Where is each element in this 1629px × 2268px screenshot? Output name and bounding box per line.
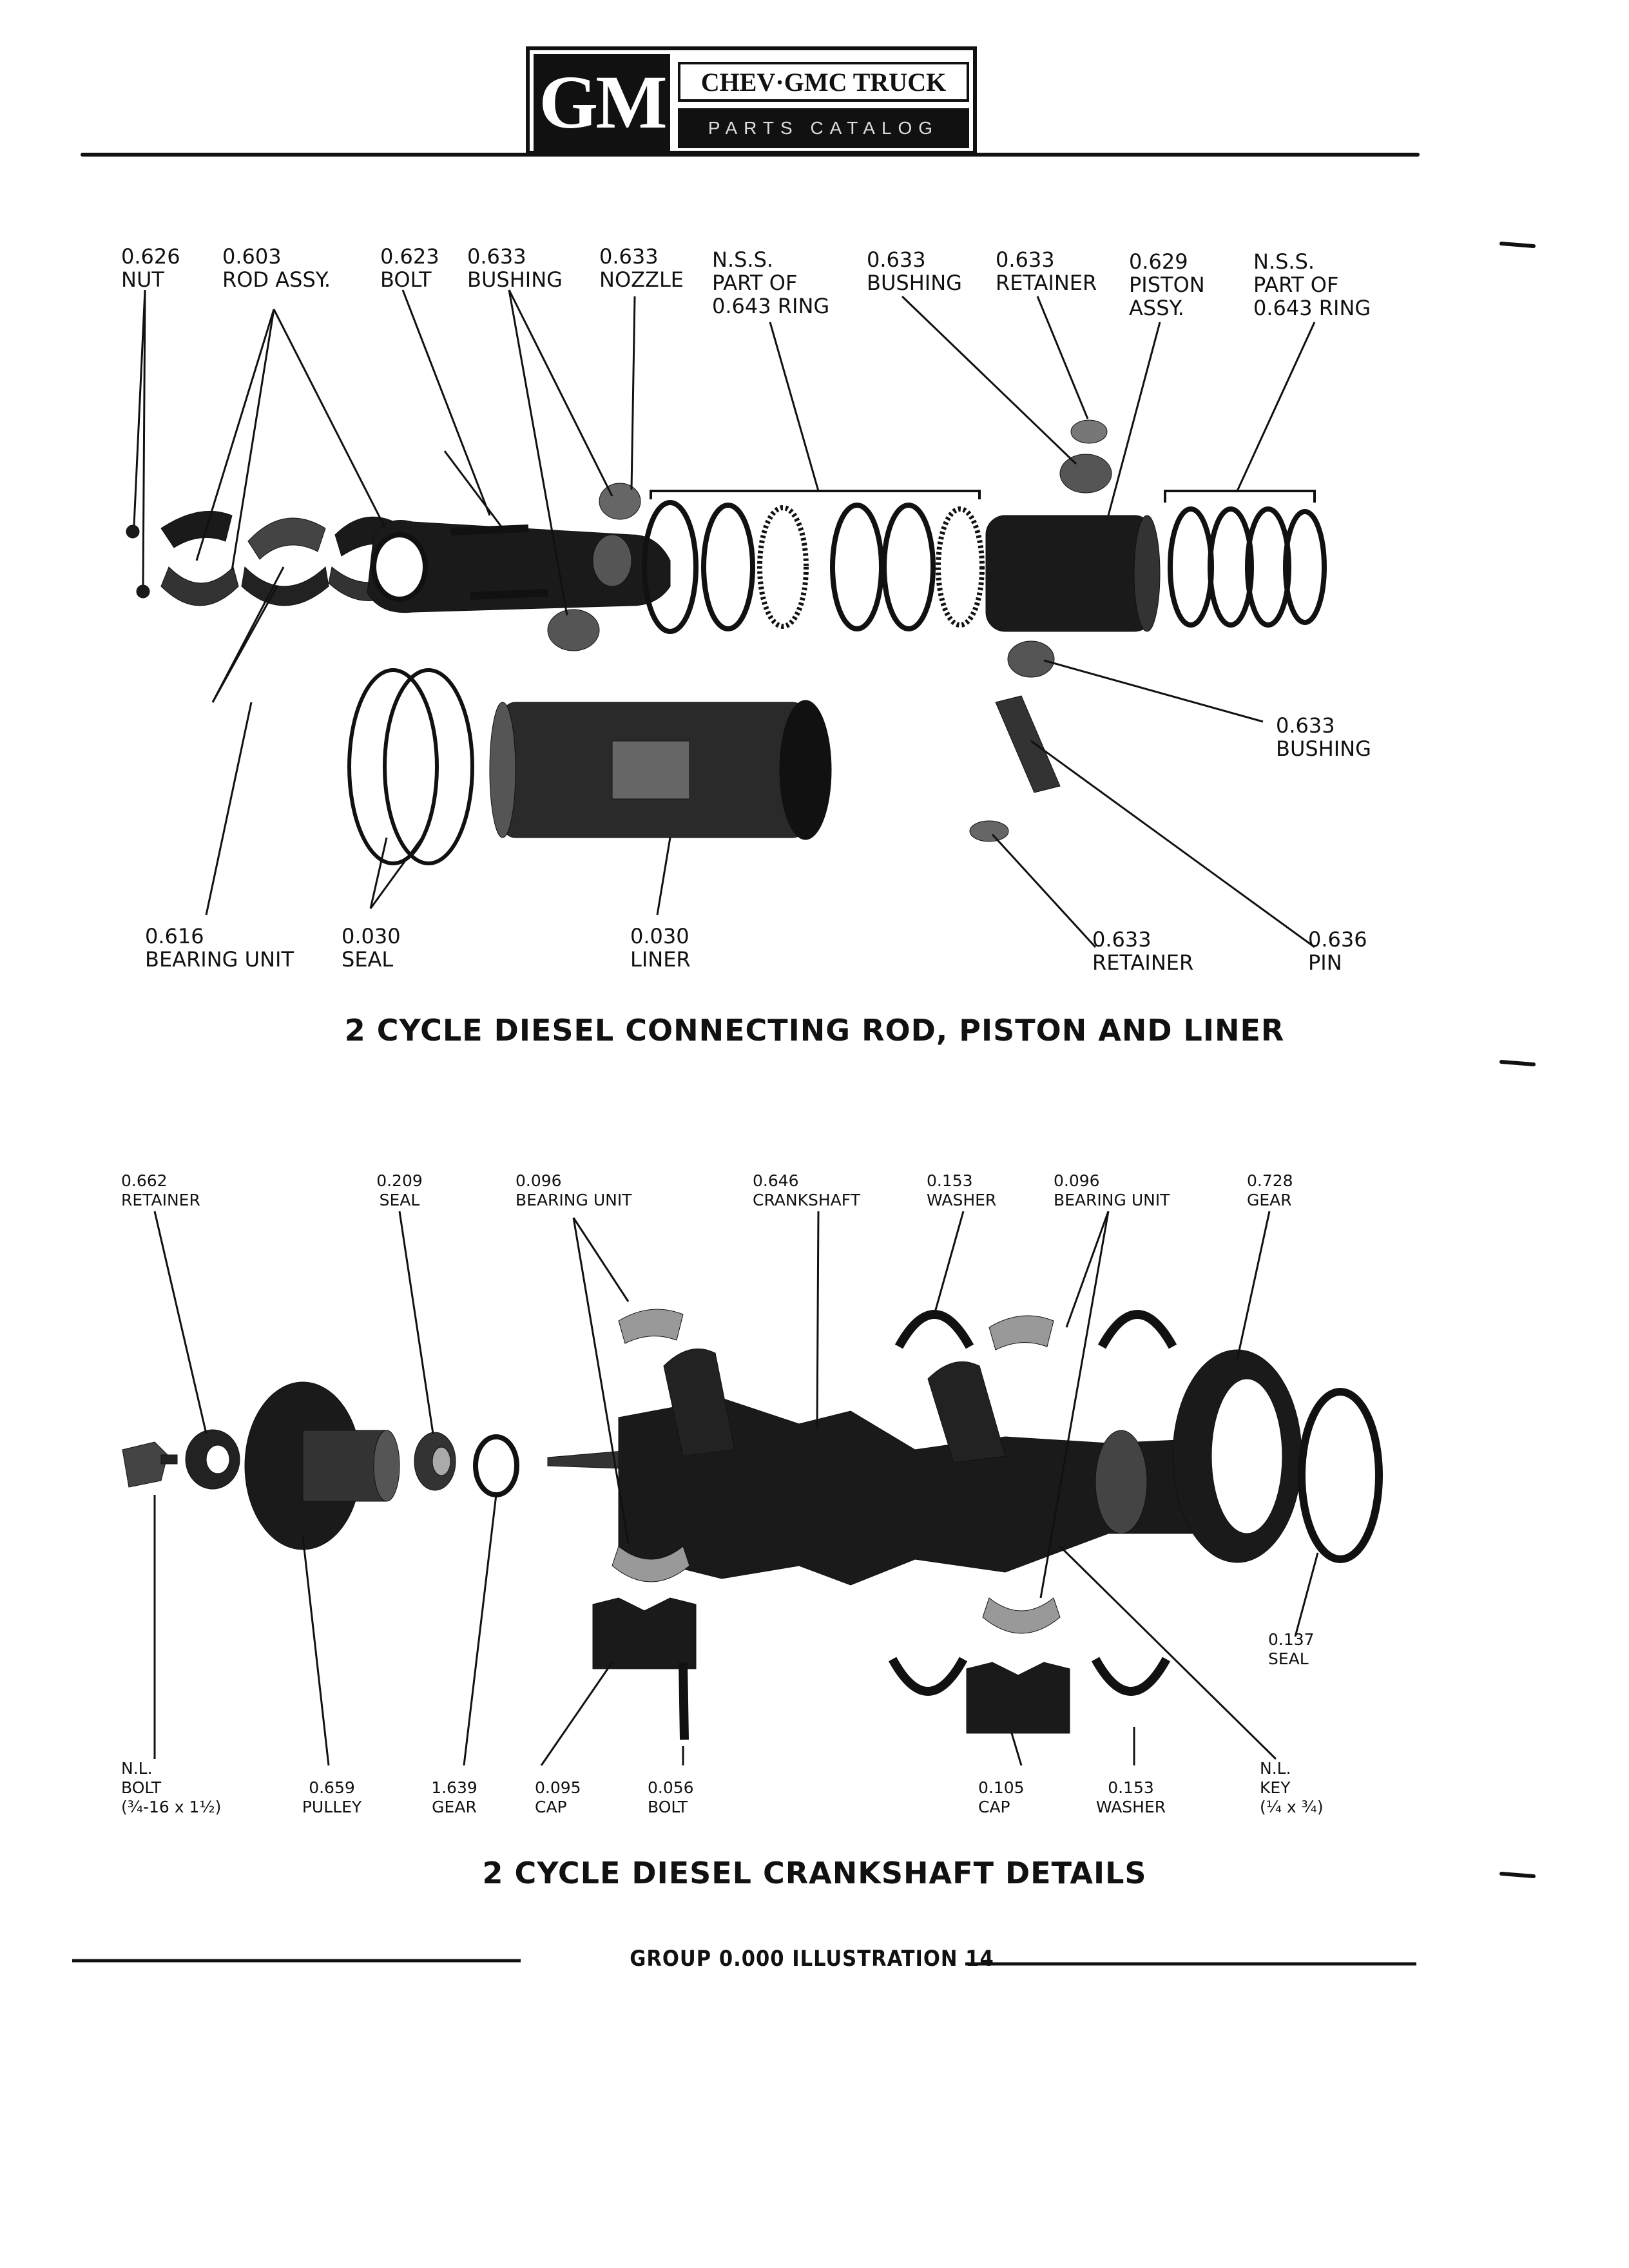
section1-leaders [133, 289, 1316, 948]
section2-leaders [153, 1211, 1319, 1766]
label-ring-part-1: N.S.S.PART OF 0.643 RING [712, 247, 830, 318]
cylinder-liner [489, 700, 832, 840]
section2-caption: 2 CYCLE DIESEL CRANKSHAFT DETAILS [482, 1856, 1147, 1890]
catalog-title: CHEV·GMC TRUCK [678, 62, 969, 102]
piston-rings [347, 490, 1327, 865]
section2-parts [122, 1309, 1383, 1740]
label-nl-bolt: N.L.BOLT (¾-16 x 1½) [121, 1759, 222, 1816]
catalog-subtitle: PARTS CATALOG [678, 108, 969, 148]
section1-caption: 2 CYCLE DIESEL CONNECTING ROD, PISTON AN… [344, 1013, 1285, 1048]
piston-pin [969, 695, 1061, 842]
section1-parts [126, 419, 1161, 678]
label-ring-part-2: N.S.S.PART OF 0.643 RING [1253, 249, 1371, 320]
label-nl-key: N.L.KEY (¼ x ¾) [1260, 1759, 1324, 1816]
footer-group-reference: GROUP 0.000 ILLUSTRATION 14 [630, 1946, 994, 1972]
gm-logo: GM [534, 54, 670, 151]
